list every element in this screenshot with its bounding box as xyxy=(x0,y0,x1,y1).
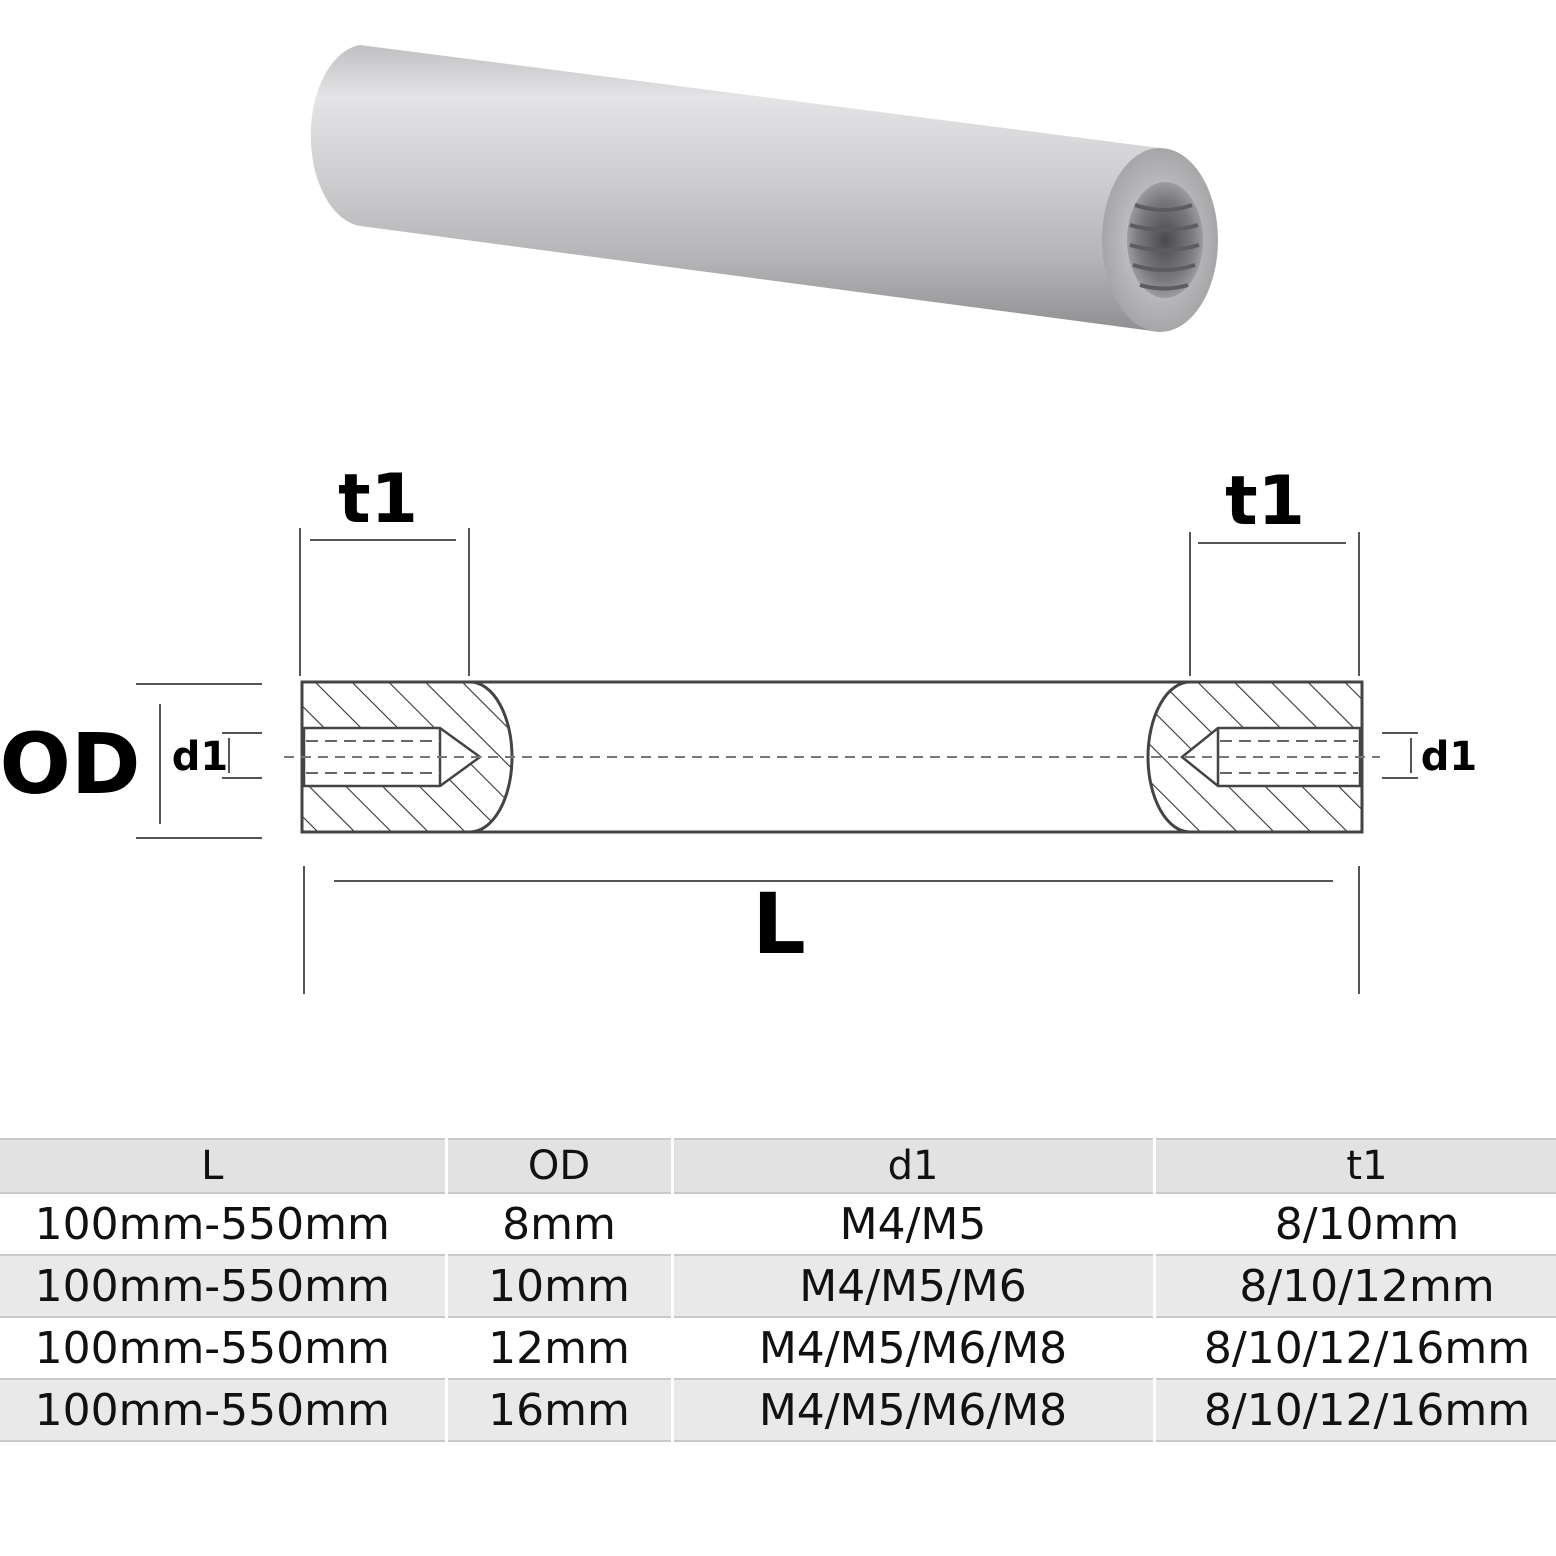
length-label: L xyxy=(752,875,806,973)
spec-table: L OD d1 t1 100mm-550mm 8mm M4/M5 8/10mm … xyxy=(0,1138,1556,1442)
od-label: OD xyxy=(0,715,141,813)
product-photo xyxy=(310,45,1218,332)
d1-right-label: d1 xyxy=(1421,734,1477,780)
cell-od: 16mm xyxy=(446,1379,674,1442)
cell-d1: M4/M5/M6/M8 xyxy=(672,1379,1156,1442)
cell-od: 12mm xyxy=(446,1317,674,1380)
cell-t1: 8/10/12/16mm xyxy=(1154,1317,1556,1380)
cell-d1: M4/M5 xyxy=(672,1193,1156,1256)
technical-drawing: t1 t1 OD d1 xyxy=(0,460,1477,994)
t1-right-label: t1 xyxy=(1225,462,1305,541)
cell-od: 10mm xyxy=(446,1255,674,1318)
cell-t1: 8/10/12mm xyxy=(1154,1255,1556,1318)
rod-section xyxy=(284,680,1380,834)
table-header-row: L OD d1 t1 xyxy=(0,1138,1556,1194)
cell-d1: M4/M5/M6/M8 xyxy=(672,1317,1156,1380)
cell-od: 8mm xyxy=(446,1193,674,1256)
table-row: 100mm-550mm 8mm M4/M5 8/10mm xyxy=(0,1193,1556,1256)
dimension-od: OD xyxy=(0,683,262,839)
cell-t1: 8/10/12/16mm xyxy=(1154,1379,1556,1442)
table-row: 100mm-550mm 16mm M4/M5/M6/M8 8/10/12/16m… xyxy=(0,1379,1556,1442)
threaded-rod-photo xyxy=(310,45,1218,332)
dimension-d1-left: d1 xyxy=(172,732,262,780)
dimension-length: L xyxy=(303,866,1360,994)
header-d1: d1 xyxy=(672,1138,1156,1194)
header-od: OD xyxy=(446,1138,674,1194)
table-row: 100mm-550mm 10mm M4/M5/M6 8/10/12mm xyxy=(0,1255,1556,1318)
dimension-t1-left: t1 xyxy=(299,460,470,676)
cell-d1: M4/M5/M6 xyxy=(672,1255,1156,1318)
cell-length: 100mm-550mm xyxy=(0,1193,448,1256)
cell-length: 100mm-550mm xyxy=(0,1317,448,1380)
cell-t1: 8/10mm xyxy=(1154,1193,1556,1256)
dimension-t1-right: t1 xyxy=(1189,462,1360,676)
t1-left-label: t1 xyxy=(338,460,418,539)
dimension-d1-right: d1 xyxy=(1382,732,1477,780)
cell-length: 100mm-550mm xyxy=(0,1255,448,1318)
cell-length: 100mm-550mm xyxy=(0,1379,448,1442)
header-t1: t1 xyxy=(1154,1138,1556,1194)
header-length: L xyxy=(0,1138,448,1194)
d1-left-label: d1 xyxy=(172,734,228,780)
table-row: 100mm-550mm 12mm M4/M5/M6/M8 8/10/12/16m… xyxy=(0,1317,1556,1380)
